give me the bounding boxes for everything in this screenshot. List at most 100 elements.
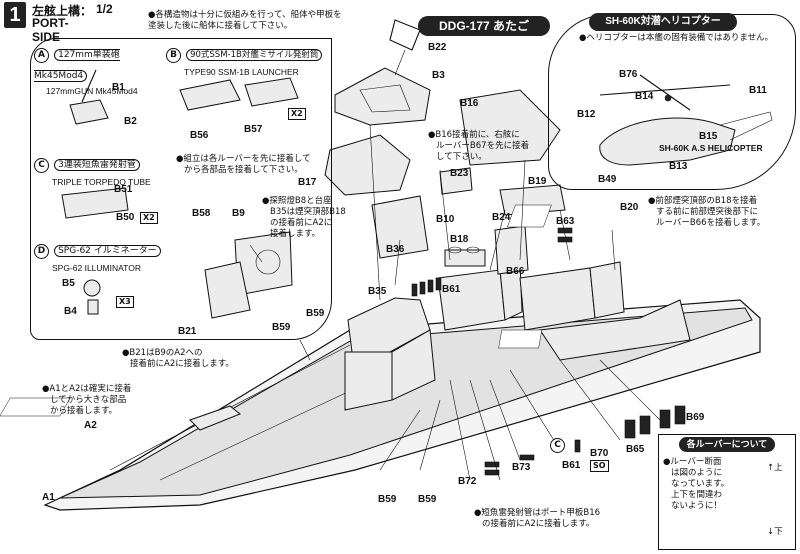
louver-up-label: ↑上 <box>767 463 783 473</box>
note-louver-2: から各部品を接着して下さい。 <box>184 165 303 175</box>
b20-grid <box>507 204 552 228</box>
louver-text-3: なっています。 <box>671 479 730 489</box>
step-note: ●各構造物は十分に仮組みを行って、船体や甲板を 塗装した後に船体に接着して下さい… <box>148 10 408 32</box>
callout-b73: B73 <box>512 462 531 473</box>
heli-part-b11: B11 <box>749 85 767 96</box>
note-tube-2: の接着前にA2に接着します。 <box>482 519 595 529</box>
sub-b-en: TYPE90 SSM-1B LAUNCHER <box>184 67 299 77</box>
callout-b35: B35 <box>368 286 387 297</box>
note-a1: ●A1とA2は確実に接着 してから大きな部品 から接着します。 <box>42 384 162 417</box>
helicopter-title: SH-60K対潜ヘリコプター <box>589 13 737 31</box>
note-b18: ●前部煙突頂部のB18を接着 する前に前部煙突後部下に ルーバーB66を接着しま… <box>648 196 798 229</box>
step-title: 左舷上構： <box>32 4 93 18</box>
note-a1-2: してから大きな部品 <box>50 395 127 405</box>
callout-c: C <box>550 438 565 453</box>
sub-b-qty: X2 <box>288 108 306 120</box>
note-louver-1: ●組立は各ルーバーを先に接着して <box>176 154 311 164</box>
vls-grid-front <box>0 397 71 417</box>
note-b21-1: ●B21はB9のA2への <box>122 348 203 358</box>
callout-b16: B16 <box>460 98 479 109</box>
sub-b-letter: B <box>166 48 181 63</box>
callout-b3: B3 <box>432 70 445 81</box>
sub-c-en: TRIPLE TORPEDO TUBE <box>52 177 151 187</box>
step-note-line2: 塗装した後に船体に接着して下さい。 <box>148 21 293 31</box>
sub-c-part-b51: B51 <box>114 184 133 195</box>
subassembly-panel <box>30 38 332 340</box>
louver-box: 各ルーバーについて ●ルーバー断面 は図のように なっています。 上下を間違わ … <box>658 434 796 550</box>
callout-b66: B66 <box>506 266 525 277</box>
note-a1-3: から接着します。 <box>50 406 118 416</box>
callout-b10: B10 <box>436 214 455 225</box>
hangar <box>539 299 691 361</box>
callout-b59b: B59 <box>272 322 291 333</box>
sub-a-en: 127mmGUN Mk45Mod4 <box>46 86 138 96</box>
heli-part-b13: B13 <box>669 161 688 172</box>
callout-b17: B17 <box>298 177 317 188</box>
callout-b65: B65 <box>626 444 645 455</box>
note-tube-1: ●短魚雷発射管はポート甲板B16 <box>474 508 601 518</box>
sub-b-part-b57: B57 <box>244 124 263 135</box>
sub-c-letter: C <box>34 158 49 173</box>
sub-a-letter: A <box>34 48 49 63</box>
heli-part-b15: B15 <box>699 131 718 142</box>
note-b18-2: する前に前部煙突後部下に <box>656 207 759 217</box>
b3-piece <box>334 67 431 126</box>
sub-c: C 3連装短魚雷発射管 TRIPLE TORPEDO TUBE <box>34 152 194 187</box>
note-b16-2: ルーバーB67を先に接着 <box>436 141 530 151</box>
heli-part-b14: B14 <box>635 91 654 102</box>
sub-d-part-b5: B5 <box>62 278 75 289</box>
callout-a1: A1 <box>42 492 55 503</box>
sub-a-part-b1: B1 <box>112 82 125 93</box>
note-b21-2: 接着前にA2に接着します。 <box>130 359 234 369</box>
helicopter-note: ●ヘリコプターは本艦の固有装備ではありません。 <box>579 33 774 43</box>
callout-b23: B23 <box>450 168 469 179</box>
callout-b61a: B61 <box>442 284 461 295</box>
sub-a-part-b2: B2 <box>124 116 137 127</box>
heli-part-b76: B76 <box>619 69 638 80</box>
callout-b19: B19 <box>528 176 547 187</box>
sub-d-en: SPG-62 ILLUMINATOR <box>52 263 141 273</box>
callout-so: SO <box>590 460 609 472</box>
callout-b63: B63 <box>556 216 575 227</box>
sub-c-part-b50: B50 <box>116 212 135 223</box>
funnel-front <box>437 269 506 331</box>
note-b16-1: ●B16接着前に、右舷に <box>428 130 520 140</box>
callout-b9: B9 <box>232 208 245 219</box>
sub-b-title: 90式SSM-1B対艦ミサイル発射筒 <box>186 49 323 61</box>
step-fraction: 1/2 <box>96 2 113 16</box>
callout-b61b: B61 <box>562 460 581 471</box>
sub-d: D SPG-62 イルミネーター SPG-62 ILLUMINATOR <box>34 238 194 273</box>
note-b8-2: B35は煙突頂部B18 <box>270 207 346 217</box>
sub-c-title: 3連装短魚雷発射管 <box>54 159 140 171</box>
sub-d-title: SPG-62 イルミネーター <box>54 245 161 257</box>
note-b21: ●B21はB9のA2への 接着前にA2に接着します。 <box>122 348 262 370</box>
callout-b20: B20 <box>620 202 639 213</box>
louver-text-1: ●ルーバー断面 <box>663 457 722 467</box>
louver-down-label: ↓下 <box>767 527 783 537</box>
sub-d-qty: X3 <box>116 296 134 308</box>
note-b8: ●探照燈B8と台座 B35は煙突頂部B18 の接着前にA2に 接着します。 <box>262 196 362 240</box>
callout-b59c: B59 <box>378 494 397 505</box>
sub-b: B 90式SSM-1B対艦ミサイル発射筒 TYPE90 SSM-1B LAUNC… <box>166 42 336 77</box>
sub-a: A 127mm単装砲Mk45Mod4 127mmGUN Mk45Mod4 <box>34 42 164 96</box>
note-b16: ●B16接着前に、右舷に ルーバーB67を先に接着 して下さい。 <box>428 130 548 163</box>
helicopter-box: SH-60K対潜ヘリコプター ●ヘリコプターは本艦の固有装備ではありません。 S… <box>548 13 796 190</box>
callout-a2: A2 <box>84 420 97 431</box>
callout-b70: B70 <box>590 448 609 459</box>
sub-c-qty: X2 <box>140 212 158 224</box>
callout-b72: B72 <box>458 476 477 487</box>
note-b8-3: の接着前にA2に <box>270 218 333 228</box>
louver-box-text: ●ルーバー断面 は図のように なっています。 上下を間違わ ないように！ <box>663 457 743 512</box>
sub-d-part-b4: B4 <box>64 306 77 317</box>
note-b8-4: 接着します。 <box>270 229 321 239</box>
callout-b18: B18 <box>450 234 469 245</box>
step-note-line1: ●各構造物は十分に仮組みを行って、船体や甲板を <box>148 10 342 20</box>
sub-b-part-b56: B56 <box>190 130 209 141</box>
callout-b59a: B59 <box>306 308 325 319</box>
callout-b59d: B59 <box>418 494 437 505</box>
callout-b22: B22 <box>428 42 447 53</box>
callout-b21: B21 <box>178 326 197 337</box>
louver-text-5: ないように！ <box>671 501 722 511</box>
note-a1-1: ●A1とA2は確実に接着 <box>42 384 132 394</box>
note-b18-1: ●前部煙突頂部のB18を接着 <box>648 196 758 206</box>
